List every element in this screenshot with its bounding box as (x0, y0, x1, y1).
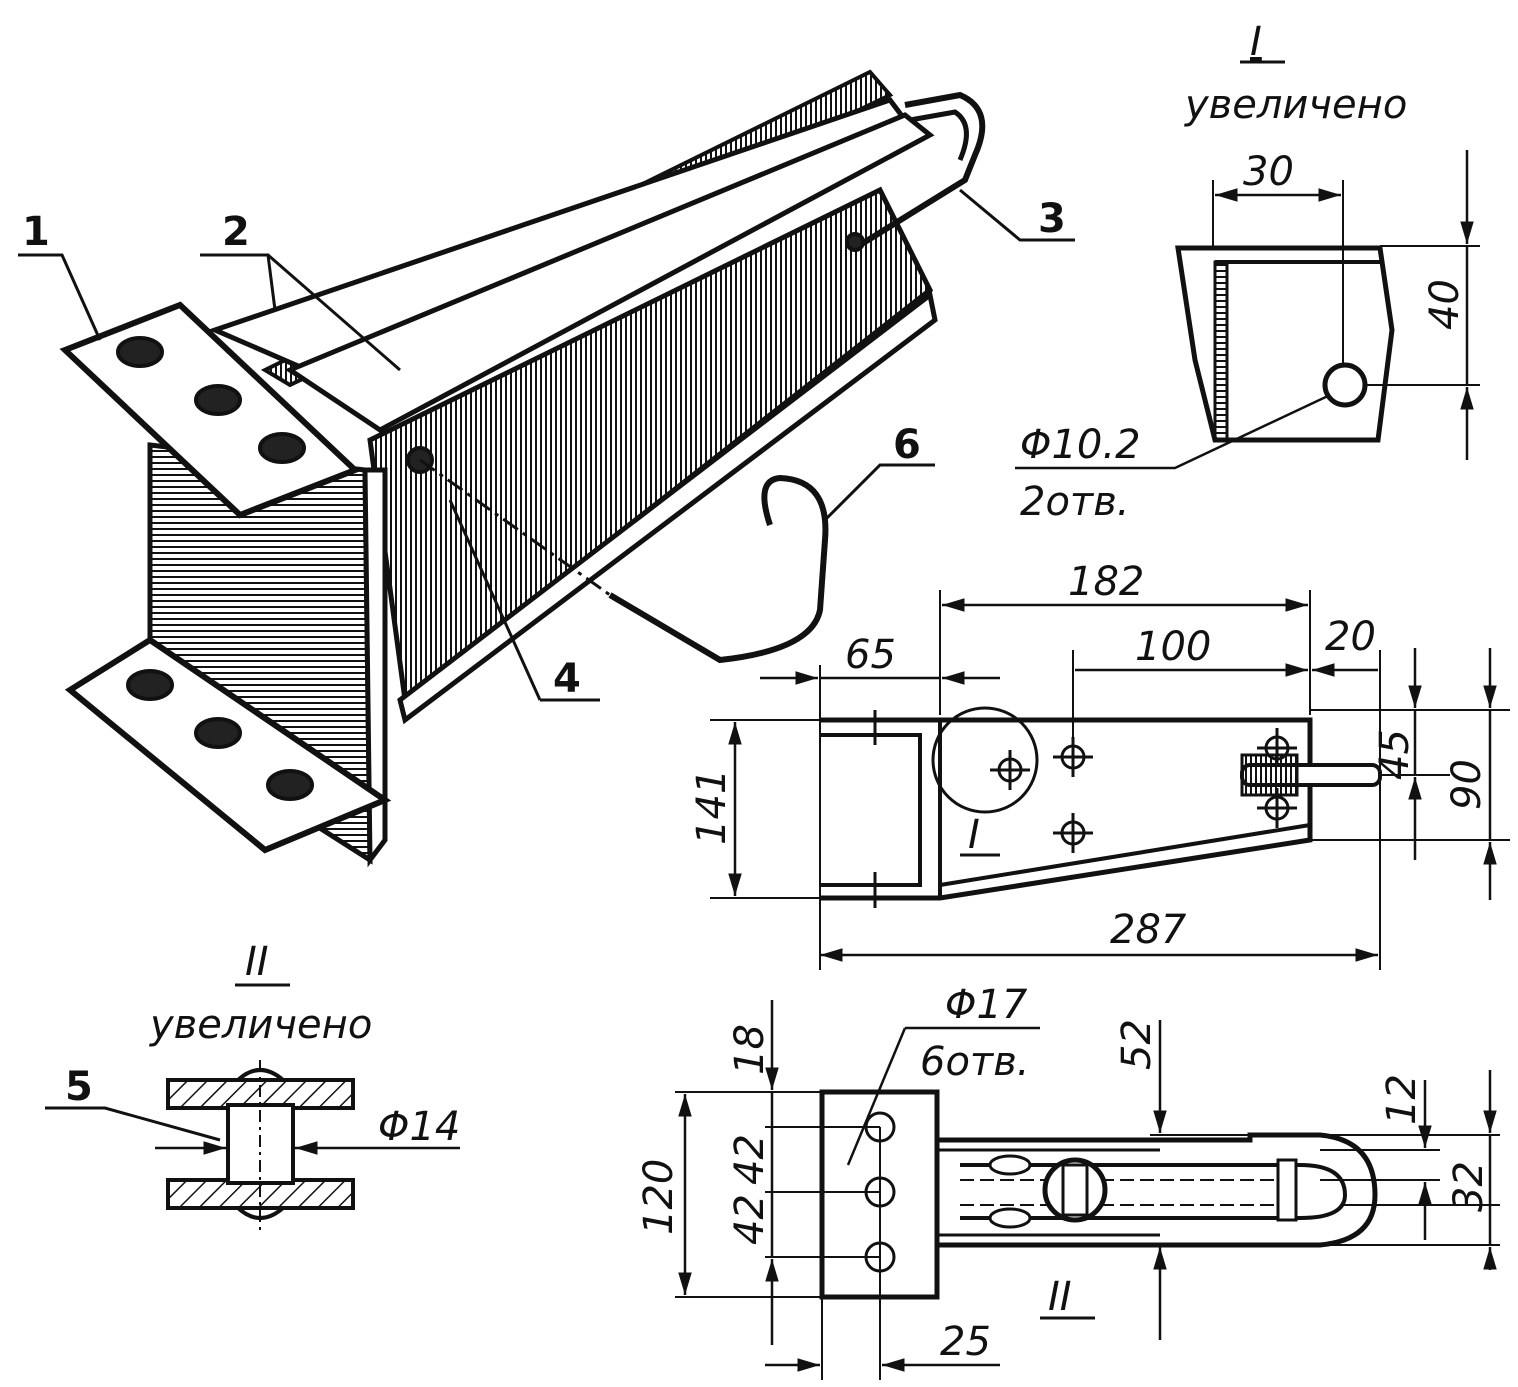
detail-I-dim-40: 40 (1422, 279, 1468, 330)
top-view-detail-ref: II (1048, 1274, 1072, 1320)
detail-I: I увеличено 30 40 Φ10.2 2отв. (1015, 19, 1480, 525)
top-view-hole-size: Φ17 (945, 982, 1028, 1028)
callout-2: 2 (222, 209, 250, 255)
callouts: 1 2 3 4 5 6 (18, 188, 1075, 1142)
detail-II-title: II (245, 939, 269, 985)
top-dim-32: 32 (1446, 1161, 1492, 1212)
top-dim-42a: 42 (727, 1134, 773, 1185)
side-dim-65: 65 (845, 632, 896, 678)
bracket-isometric (59, 69, 986, 868)
top-dim-42b: 42 (727, 1194, 773, 1245)
callout-5: 5 (65, 1064, 93, 1110)
side-dim-287: 287 (1110, 907, 1187, 953)
callout-6: 6 (893, 422, 921, 468)
detail-I-subtitle: увеличено (1184, 82, 1407, 128)
top-view-hole-count: 6отв. (920, 1039, 1030, 1085)
top-dim-18: 18 (727, 1024, 773, 1075)
detail-I-hole-size: Φ10.2 (1020, 422, 1141, 468)
detail-II: II увеличено Φ14 (149, 939, 460, 1230)
side-dim-100: 100 (1135, 624, 1211, 670)
callout-3: 3 (1038, 196, 1066, 242)
detail-I-hole-count: 2отв. (1020, 479, 1130, 525)
detail-I-dim-30: 30 (1243, 149, 1294, 195)
callout-1: 1 (22, 209, 50, 255)
detail-II-subtitle: увеличено (149, 1002, 372, 1048)
callout-4: 4 (553, 656, 581, 702)
side-dim-141: 141 (689, 769, 735, 845)
side-dim-20: 20 (1325, 614, 1376, 660)
top-dim-120: 120 (636, 1159, 682, 1235)
top-dim-12: 12 (1379, 1074, 1425, 1125)
top-view: II (636, 982, 1500, 1380)
top-dim-52: 52 (1114, 1019, 1160, 1070)
side-view-detail-ref: I (968, 812, 980, 858)
side-dim-45: 45 (1372, 729, 1418, 780)
detail-I-title: I (1250, 19, 1262, 65)
top-dim-25: 25 (940, 1319, 991, 1365)
side-view: I (689, 559, 1510, 970)
detail-II-dim-14: Φ14 (378, 1104, 460, 1150)
side-dim-182: 182 (1068, 559, 1144, 605)
side-dim-90: 90 (1444, 759, 1490, 810)
